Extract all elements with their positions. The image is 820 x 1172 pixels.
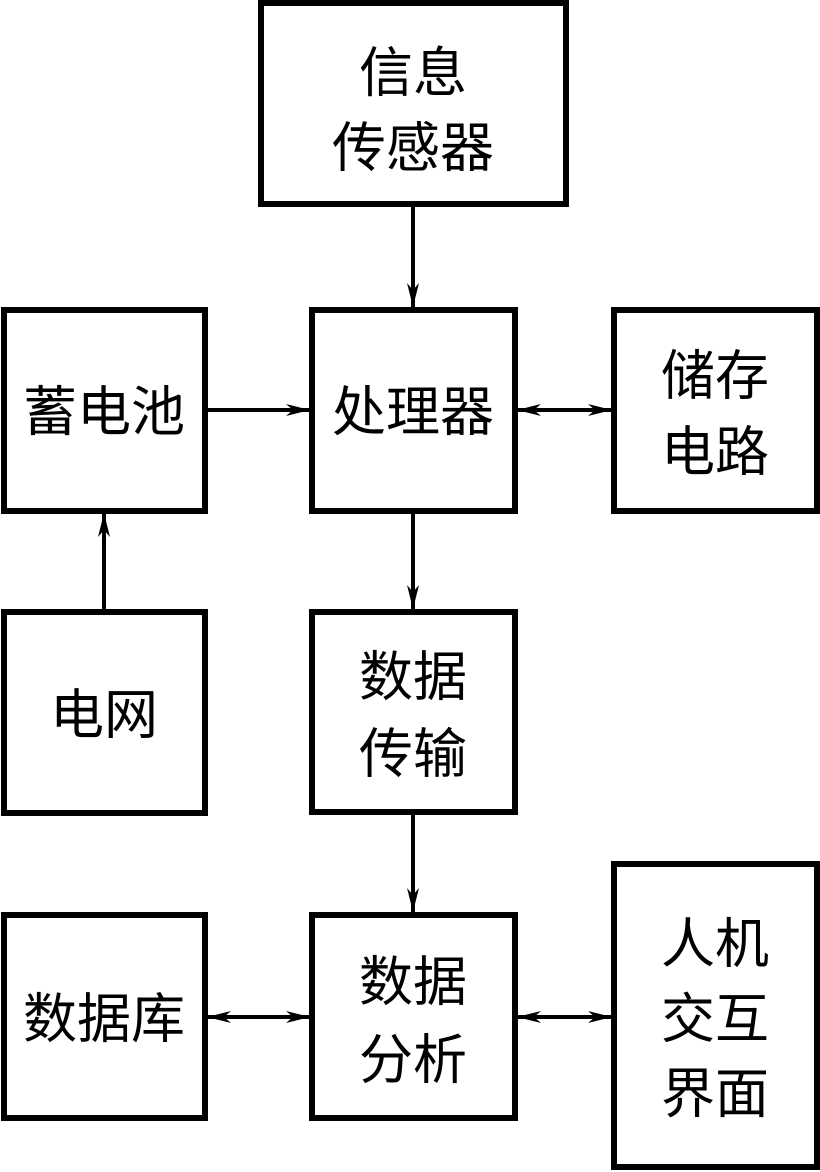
node-info-sensor: 信息 传感器 <box>258 0 569 207</box>
node-grid-label: 电网 <box>50 684 158 747</box>
node-database-label: 数据库 <box>23 988 185 1051</box>
connectors <box>98 207 612 1023</box>
node-data-analysis-line-1: 数据 <box>359 951 467 1014</box>
node-data-analysis-line-2: 分析 <box>359 1029 467 1092</box>
node-hmi-line-3: 界面 <box>661 1063 769 1126</box>
node-hmi-line-2: 交互 <box>661 988 769 1051</box>
node-processor-label: 处理器 <box>332 381 494 444</box>
node-data-transfer: 数据 传输 <box>309 609 518 815</box>
node-hmi: 人机 交互 界面 <box>611 861 820 1170</box>
node-database: 数据库 <box>1 912 208 1121</box>
node-grid: 电网 <box>1 609 208 816</box>
node-data-analysis: 数据 分析 <box>309 912 518 1121</box>
node-data-transfer-line-2: 传输 <box>359 723 467 786</box>
node-storage: 储存 电路 <box>611 307 820 514</box>
node-processor: 处理器 <box>309 307 518 514</box>
node-battery-label: 蓄电池 <box>23 381 185 444</box>
node-hmi-line-1: 人机 <box>661 913 769 976</box>
node-storage-line-1: 储存 <box>661 345 769 408</box>
node-battery: 蓄电池 <box>1 307 208 514</box>
node-data-transfer-line-1: 数据 <box>359 646 467 709</box>
node-info-sensor-line-1: 信息 <box>359 42 467 105</box>
node-storage-line-2: 电路 <box>661 421 769 484</box>
node-info-sensor-line-2: 传感器 <box>332 117 494 180</box>
